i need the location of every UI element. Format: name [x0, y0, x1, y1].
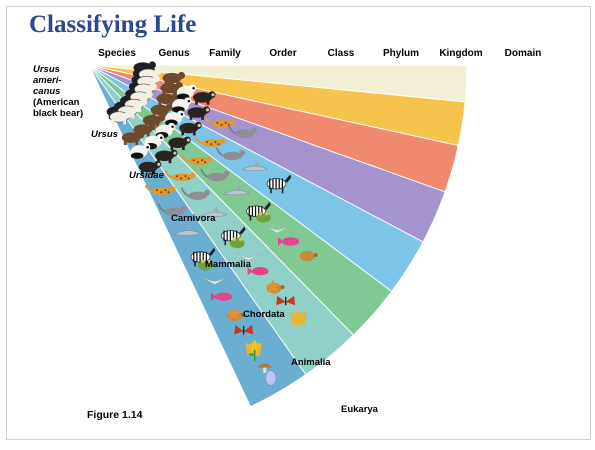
protist-icon: [266, 371, 277, 386]
kingdom-label: Animalia: [291, 357, 331, 368]
species-label-line5: black bear): [33, 108, 83, 119]
classification-fan: [7, 7, 590, 439]
phylum-label: Chordata: [243, 309, 285, 320]
species-label-line1: Ursus: [33, 64, 60, 75]
species-label-line2: ameri-: [33, 75, 62, 86]
domain-label: Eukarya: [341, 404, 378, 415]
slide: Classifying Life Species Genus Family Or…: [6, 6, 591, 440]
figure-label: Figure 1.14: [87, 409, 142, 421]
butterfly-icon: [234, 325, 253, 334]
class-label: Mammalia: [205, 259, 251, 270]
butterfly-icon: [276, 296, 295, 305]
family-label: Ursidae: [129, 170, 164, 181]
genus-label: Ursus: [91, 129, 118, 140]
order-label: Carnivora: [171, 213, 215, 224]
species-label-line3: canus: [33, 86, 60, 97]
species-label-line4: (American: [33, 97, 79, 108]
